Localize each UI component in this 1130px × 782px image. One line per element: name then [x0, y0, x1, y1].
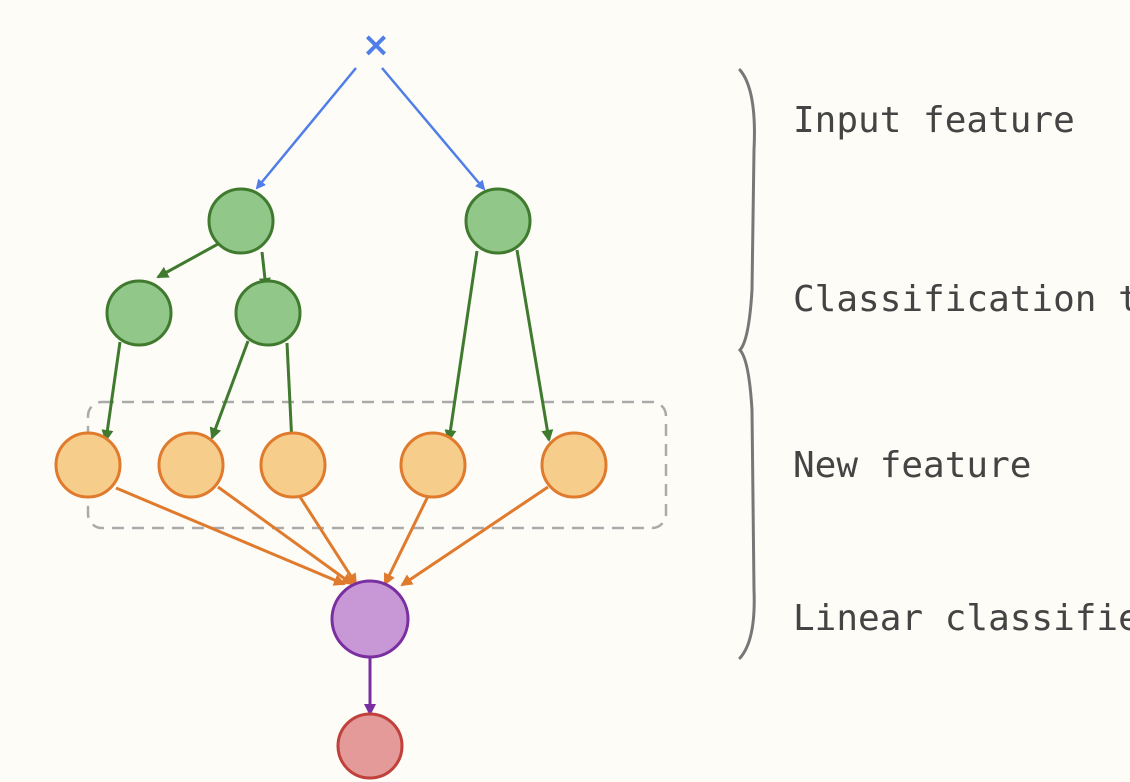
- tree-node-b: [234, 279, 302, 347]
- edge-node-b-to-leaf-2: [209, 340, 250, 440]
- linear-classifier-node: [330, 579, 410, 659]
- edge-tree-right-to-leaf-5: [515, 249, 554, 442]
- edge-leaf-2-to-classifier: [217, 485, 354, 586]
- tree-root-right: [464, 187, 532, 255]
- feature-edges: [115, 485, 549, 587]
- leaf-node-3: [259, 431, 327, 499]
- tree-nodes: [105, 187, 532, 347]
- leaf-node-4: [399, 431, 467, 499]
- tree-edges: [101, 242, 554, 446]
- leaf-node-5: [540, 431, 608, 499]
- leaf-node-2: [157, 431, 225, 499]
- right-brace: [737, 68, 756, 660]
- edge-leaf-5-to-classifier: [400, 485, 549, 587]
- edge-tree-right-to-leaf-4: [444, 250, 479, 442]
- tree-root-left: [207, 187, 275, 255]
- new-feature-box: [86, 400, 668, 530]
- label-new-feature: New feature: [793, 445, 1031, 486]
- edge-node-b-to-leaf-3: [285, 342, 298, 446]
- input-x-icon: ×: [362, 25, 391, 65]
- leaf-nodes: [54, 431, 608, 499]
- edge-input-to-tree-left: [255, 67, 357, 190]
- edge-leaf-1-to-classifier: [115, 486, 346, 586]
- edge-input-to-tree-right: [381, 67, 486, 191]
- input-edges: [255, 67, 486, 191]
- edge-leaf-3-to-classifier: [291, 485, 358, 586]
- edge-tree-root-left-to-node-a: [156, 242, 219, 279]
- label-linear-classifier: Linear classifier: [793, 598, 1130, 639]
- edge-leaf-4-to-classifier: [383, 487, 434, 586]
- leaf-node-1: [54, 431, 122, 499]
- label-classification-tree: Classification tree: [793, 279, 1130, 320]
- label-input-feature: Input feature: [793, 100, 1075, 141]
- edge-node-a-to-leaf-1: [101, 341, 122, 442]
- output-node: [336, 712, 404, 780]
- tree-node-a: [105, 279, 173, 347]
